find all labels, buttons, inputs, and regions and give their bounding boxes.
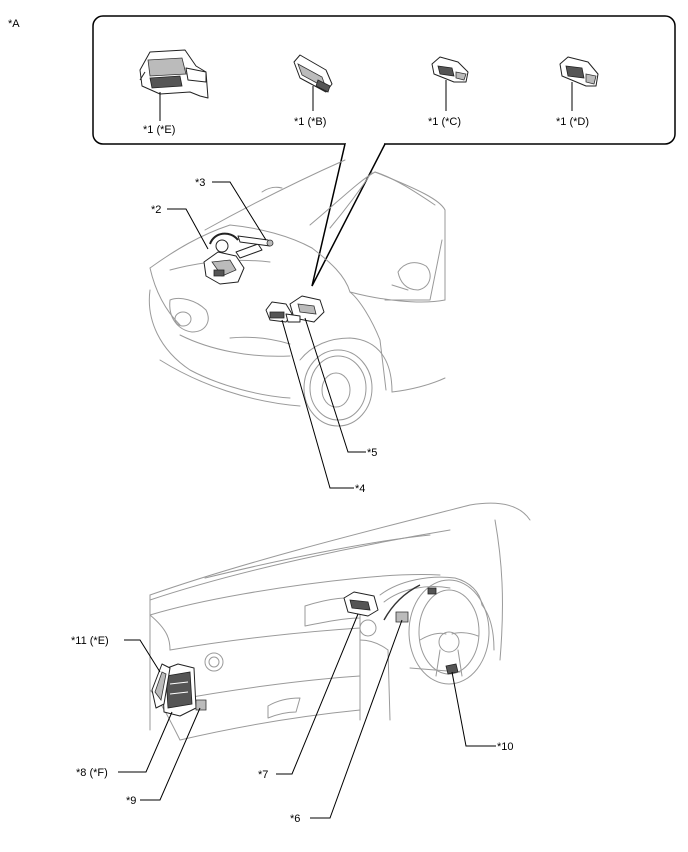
callout-2: *2 <box>151 204 161 216</box>
leader-10 <box>451 671 496 747</box>
callout-ecu-e: *1 (*E) <box>143 124 175 136</box>
callout-5: *5 <box>367 447 377 459</box>
callout-6: *6 <box>290 813 300 825</box>
leader-9 <box>140 707 201 801</box>
callout-ecu-c: *1 (*C) <box>428 116 461 128</box>
kick-panel-ecu-illustration <box>151 663 171 709</box>
leader-8 <box>118 711 173 773</box>
leader-4 <box>281 319 354 489</box>
callout-10: *10 <box>497 741 514 753</box>
relay-box-illustration <box>285 295 325 323</box>
callout-ecu-b: *1 (*B) <box>294 116 326 128</box>
cluster-wiring-illustration <box>383 584 437 623</box>
leader-5 <box>304 317 366 453</box>
dashboard-outline <box>149 502 531 741</box>
vehicle-front-outline <box>148 159 446 427</box>
leader-11 <box>124 639 161 673</box>
brake-actuator-illustration <box>203 232 263 285</box>
callout-11: *11 (*E) <box>71 635 109 647</box>
sensor-rod-illustration <box>237 235 274 247</box>
meter-ecu-illustration <box>343 591 379 617</box>
junction-block-illustration <box>161 663 197 717</box>
ecu-d-illustration <box>559 56 599 87</box>
leader-3 <box>212 181 267 241</box>
connector-illustration <box>195 699 207 711</box>
callout-8: *8 (*F) <box>76 767 108 779</box>
leader-7 <box>276 613 359 775</box>
callout-7: *7 <box>258 769 268 781</box>
ecu-e-illustration <box>139 49 209 99</box>
leader-6 <box>310 619 403 819</box>
leader-2 <box>167 208 209 250</box>
callout-ecu-d: *1 (*D) <box>556 116 589 128</box>
ecu-location-illustration <box>265 301 293 323</box>
steering-sensor-illustration <box>445 663 459 675</box>
callout-9: *9 <box>126 795 136 807</box>
ecu-b-illustration <box>293 54 333 93</box>
ecu-c-illustration <box>431 56 469 83</box>
callout-4: *4 <box>355 483 365 495</box>
view-label: *A <box>8 18 20 30</box>
callout-3: *3 <box>195 177 205 189</box>
